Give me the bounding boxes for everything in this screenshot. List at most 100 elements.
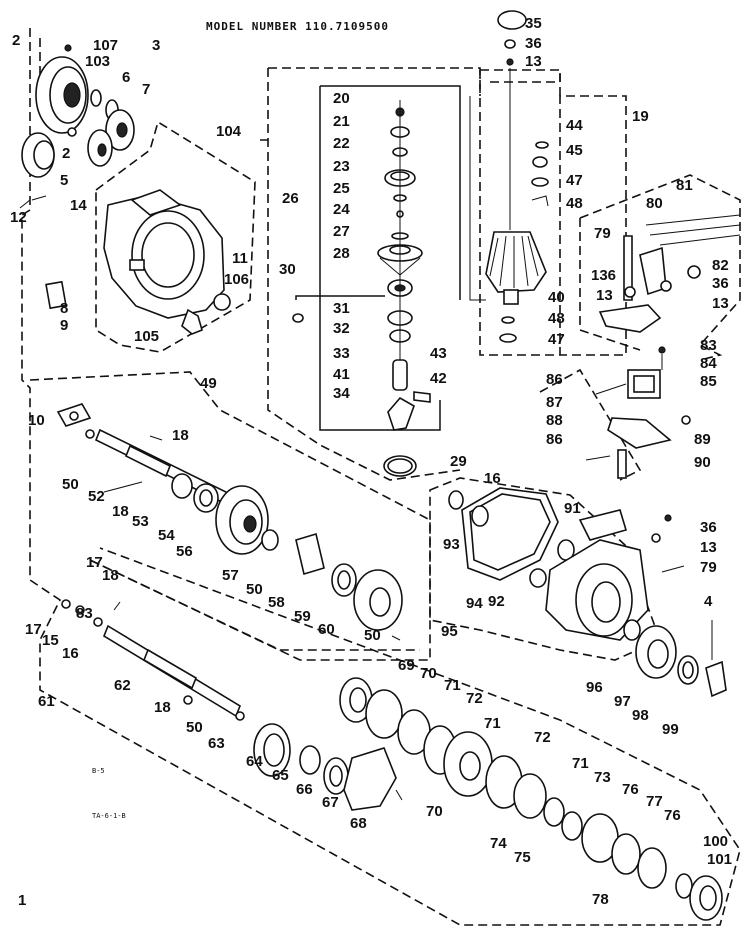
callout-79b: 79 bbox=[700, 559, 717, 576]
callout-74: 74 bbox=[490, 835, 507, 852]
callout-9: 9 bbox=[60, 317, 68, 334]
callout-79a: 79 bbox=[594, 225, 611, 242]
callout-105: 105 bbox=[134, 328, 159, 345]
callout-76a: 76 bbox=[622, 781, 639, 798]
callout-22: 22 bbox=[333, 135, 350, 152]
callout-28: 28 bbox=[333, 245, 350, 262]
callout-76b: 76 bbox=[664, 807, 681, 824]
callout-90: 90 bbox=[694, 454, 711, 471]
drive-pulley-assembly bbox=[19, 44, 135, 209]
callout-54: 54 bbox=[158, 527, 175, 544]
callout-94: 94 bbox=[466, 595, 483, 612]
callout-8: 8 bbox=[60, 300, 68, 317]
transmission-case bbox=[45, 189, 231, 335]
callout-15: 15 bbox=[42, 632, 59, 649]
callout-44: 44 bbox=[566, 117, 583, 134]
drawing-code: TA-6-1-B bbox=[92, 812, 126, 820]
callout-97: 97 bbox=[614, 693, 631, 710]
group-26-box bbox=[319, 85, 461, 431]
callout-18b: 18 bbox=[112, 503, 129, 520]
callout-19: 19 bbox=[632, 108, 649, 125]
callout-2a: 2 bbox=[12, 32, 20, 49]
callout-13a: 13 bbox=[525, 53, 542, 70]
page-code: B-5 bbox=[92, 767, 105, 775]
callout-31: 31 bbox=[333, 300, 350, 317]
center-stack-parts bbox=[292, 100, 431, 477]
callout-98: 98 bbox=[632, 707, 649, 724]
callout-23: 23 bbox=[333, 158, 350, 175]
callout-32: 32 bbox=[333, 320, 350, 337]
callout-69: 69 bbox=[398, 657, 415, 674]
callout-61: 61 bbox=[38, 693, 55, 710]
callout-45: 45 bbox=[566, 142, 583, 159]
callout-4: 4 bbox=[704, 593, 713, 610]
callout-40: 40 bbox=[548, 289, 565, 306]
callout-59: 59 bbox=[294, 608, 311, 625]
callout-16b: 16 bbox=[62, 645, 79, 662]
callout-47b: 47 bbox=[548, 331, 565, 348]
callout-93: 93 bbox=[443, 536, 460, 553]
callout-101: 101 bbox=[707, 851, 732, 868]
callout-2b: 2 bbox=[62, 145, 70, 162]
callout-71a: 71 bbox=[444, 677, 461, 694]
linkage-bracket-assembly bbox=[585, 214, 741, 479]
callout-43: 43 bbox=[430, 345, 447, 362]
callout-72a: 72 bbox=[466, 690, 483, 707]
callout-50a: 50 bbox=[62, 476, 79, 493]
callout-86a: 86 bbox=[546, 371, 563, 388]
callout-41: 41 bbox=[333, 366, 350, 383]
callout-72b: 72 bbox=[534, 729, 551, 746]
callout-70a: 70 bbox=[420, 665, 437, 682]
callout-42: 42 bbox=[430, 370, 447, 387]
callout-58: 58 bbox=[268, 594, 285, 611]
callout-50c: 50 bbox=[364, 627, 381, 644]
callout-100: 100 bbox=[703, 833, 728, 850]
callout-48a: 48 bbox=[566, 195, 583, 212]
callout-82: 82 bbox=[712, 257, 729, 274]
callout-52: 52 bbox=[88, 488, 105, 505]
callout-18d: 18 bbox=[154, 699, 171, 716]
callout-88: 88 bbox=[546, 412, 563, 429]
callout-77: 77 bbox=[646, 793, 663, 810]
callout-17b: 17 bbox=[25, 621, 42, 638]
callout-13d: 13 bbox=[700, 539, 717, 556]
callout-17a: 17 bbox=[86, 554, 103, 571]
callout-30: 30 bbox=[279, 261, 296, 278]
callout-13b: 13 bbox=[596, 287, 613, 304]
callout-27: 27 bbox=[333, 223, 350, 240]
callout-68: 68 bbox=[350, 815, 367, 832]
callout-35: 35 bbox=[525, 15, 542, 32]
callout-103: 103 bbox=[85, 53, 110, 70]
group-49-box bbox=[29, 371, 431, 661]
callout-71c: 71 bbox=[572, 755, 589, 772]
callout-95: 95 bbox=[441, 623, 458, 640]
callout-81: 81 bbox=[676, 177, 693, 194]
callout-1: 1 bbox=[18, 892, 26, 909]
cone-assembly bbox=[469, 10, 549, 343]
callout-48b: 48 bbox=[548, 310, 565, 327]
callout-50d: 50 bbox=[186, 719, 203, 736]
callout-136: 136 bbox=[591, 267, 616, 284]
callout-91: 91 bbox=[564, 500, 581, 517]
housing-group-box bbox=[95, 120, 256, 353]
sprocket-60 bbox=[353, 569, 403, 631]
callout-107: 107 bbox=[93, 37, 118, 54]
callout-18a: 18 bbox=[172, 427, 189, 444]
callout-99: 99 bbox=[662, 721, 679, 738]
callout-83: 83 bbox=[700, 337, 717, 354]
callout-104: 104 bbox=[216, 123, 242, 140]
callout-75: 75 bbox=[514, 849, 531, 866]
callout-24: 24 bbox=[333, 201, 350, 218]
callout-29: 29 bbox=[450, 453, 467, 470]
callout-36c: 36 bbox=[700, 519, 717, 536]
callout-92: 92 bbox=[488, 593, 505, 610]
callout-78: 78 bbox=[592, 891, 609, 908]
callout-25: 25 bbox=[333, 180, 350, 197]
right-housing bbox=[448, 487, 727, 698]
callout-66: 66 bbox=[296, 781, 313, 798]
callout-3a: 3 bbox=[152, 37, 160, 54]
callout-106: 106 bbox=[224, 271, 249, 288]
callout-36b: 36 bbox=[712, 275, 729, 292]
callout-11: 11 bbox=[232, 250, 248, 267]
